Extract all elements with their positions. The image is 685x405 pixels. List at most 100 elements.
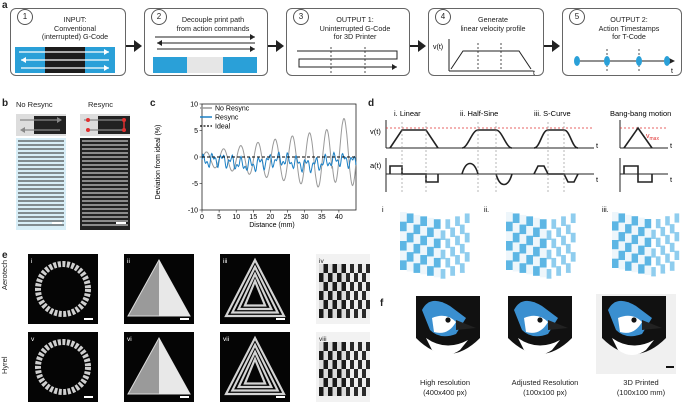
panel-label-c: c <box>150 98 156 109</box>
e-cube-cell <box>337 300 342 309</box>
e-cube-cell <box>366 360 370 369</box>
e-cube-cell <box>362 342 366 351</box>
d-cube-cell <box>450 227 456 238</box>
d-cube-cell <box>539 248 547 258</box>
e-cube-cell <box>341 351 346 360</box>
d-cube-cell <box>561 235 566 246</box>
d-cube-cell <box>539 228 547 239</box>
d-motion-profiles: i. Linear ii. Half-Sine iii. S-Curve Ban… <box>370 109 673 192</box>
d-cube-cell <box>413 253 421 264</box>
d-cube-cell <box>506 231 513 241</box>
c-x-tick-label: 35 <box>318 214 326 221</box>
d-cube-cell <box>519 214 527 225</box>
e-cube-cell <box>319 282 324 291</box>
e-cube-cell <box>328 360 333 369</box>
step-5-box: 5 OUTPUT 2: Action Timestamps for T-Code… <box>562 8 682 76</box>
d-cube-cell <box>406 213 414 224</box>
d-cube-cell <box>651 267 656 277</box>
e-cube-cell <box>346 378 350 387</box>
e-cube-cell <box>350 300 354 309</box>
e-cube-cell <box>346 342 350 351</box>
e-cube-cell <box>362 309 366 318</box>
e-cube-cell <box>337 360 342 369</box>
d-cube-cell <box>519 234 527 244</box>
d-cube-cell <box>644 219 652 229</box>
e-cube-cell <box>328 264 333 273</box>
c-y-tick-label: 10 <box>190 102 198 109</box>
d-cube-cell <box>556 217 562 228</box>
d-cube-cell <box>551 228 557 239</box>
e-cube-cell <box>341 282 346 291</box>
e-cube-cell <box>366 351 370 360</box>
e-cube-cell <box>328 309 333 318</box>
d-vmax-letter: v <box>646 133 650 140</box>
d-v-label: v(t) <box>370 127 381 136</box>
d-cube-cell <box>519 263 527 273</box>
e-tile-label: iii <box>223 258 227 265</box>
e-cube-cell <box>366 264 370 273</box>
step-4-x-label: t <box>533 70 535 75</box>
e-cube-cell <box>350 351 354 360</box>
c-series-resync <box>201 151 357 174</box>
d-cube-cell <box>539 238 547 249</box>
d-cube-cell <box>665 262 670 273</box>
b-no-resync-label: No Resync <box>16 100 53 109</box>
e-cube-cell <box>323 369 328 378</box>
arrow-2-3-head <box>276 40 284 52</box>
d-cube-cell <box>420 226 428 236</box>
d-cube-cell <box>625 252 632 262</box>
e-cube-cell <box>358 291 362 300</box>
c-series-group <box>201 118 357 188</box>
e-cube-cell <box>341 264 346 273</box>
e-cube-cell <box>346 369 350 378</box>
d-cube-cell <box>445 267 451 278</box>
d-cube-cell <box>400 250 407 261</box>
step-4-text: Generate linear velocity profile <box>460 15 526 33</box>
d-cube-cell <box>561 255 566 265</box>
d-cube-cell <box>669 214 675 225</box>
d-cube-cell <box>556 237 562 247</box>
c-legend-ideal: Ideal <box>215 124 231 131</box>
d-photo-label-ii: ii. <box>484 207 489 214</box>
e-cube-cell <box>346 309 350 318</box>
d-cube-cell <box>631 253 639 263</box>
d-cube-cell <box>464 232 470 243</box>
step-5-t-label: t <box>671 68 673 75</box>
f-bird-beak <box>456 320 476 330</box>
e-cube-cell <box>332 342 337 351</box>
d-cube-cell <box>445 257 451 268</box>
step-3-text: OUTPUT 1: Uninterrupted G-Code for 3D Pr… <box>319 15 391 41</box>
d-cube-cell <box>665 234 670 245</box>
e-row-label-aerotech: Aerotech <box>0 259 9 290</box>
e-cube-cell <box>341 387 346 396</box>
c-legend: No Resync Resync Ideal <box>200 106 250 131</box>
e-cube-cell <box>354 282 358 291</box>
d-cube-cell <box>455 264 460 275</box>
e-cube-cell <box>319 309 324 318</box>
e-triangle-spiral-print <box>236 271 274 311</box>
c-x-tick-label: 10 <box>232 214 240 221</box>
e-cube-cell <box>328 282 333 291</box>
d-cube-cell <box>455 255 460 265</box>
d-cube-cell <box>433 219 441 229</box>
e-tile-label: i <box>31 258 32 265</box>
panel-label-a: a <box>2 0 8 11</box>
d-cube-cell <box>638 236 645 246</box>
d-cube-cell <box>406 261 414 272</box>
e-cube-cell <box>323 282 328 291</box>
d-cube-cell <box>506 241 513 251</box>
d-cube-cell <box>638 254 645 265</box>
d-cube-cell <box>556 227 562 238</box>
d-cube-cell <box>406 223 414 233</box>
c-x-tick-label: 25 <box>284 214 292 221</box>
e-row-label-hyrel: Hyrel <box>0 356 9 374</box>
e-cube-cell <box>323 291 328 300</box>
e-cube-cell <box>323 342 328 351</box>
d-cube-cell <box>644 256 652 266</box>
d-cube-cell <box>440 240 446 250</box>
c-legend-resync: Resync <box>215 115 239 122</box>
d-cube-cell <box>427 217 434 228</box>
d-cube-cell <box>625 224 632 234</box>
d-cube-cell <box>455 226 460 236</box>
e-cube-cell <box>354 360 358 369</box>
